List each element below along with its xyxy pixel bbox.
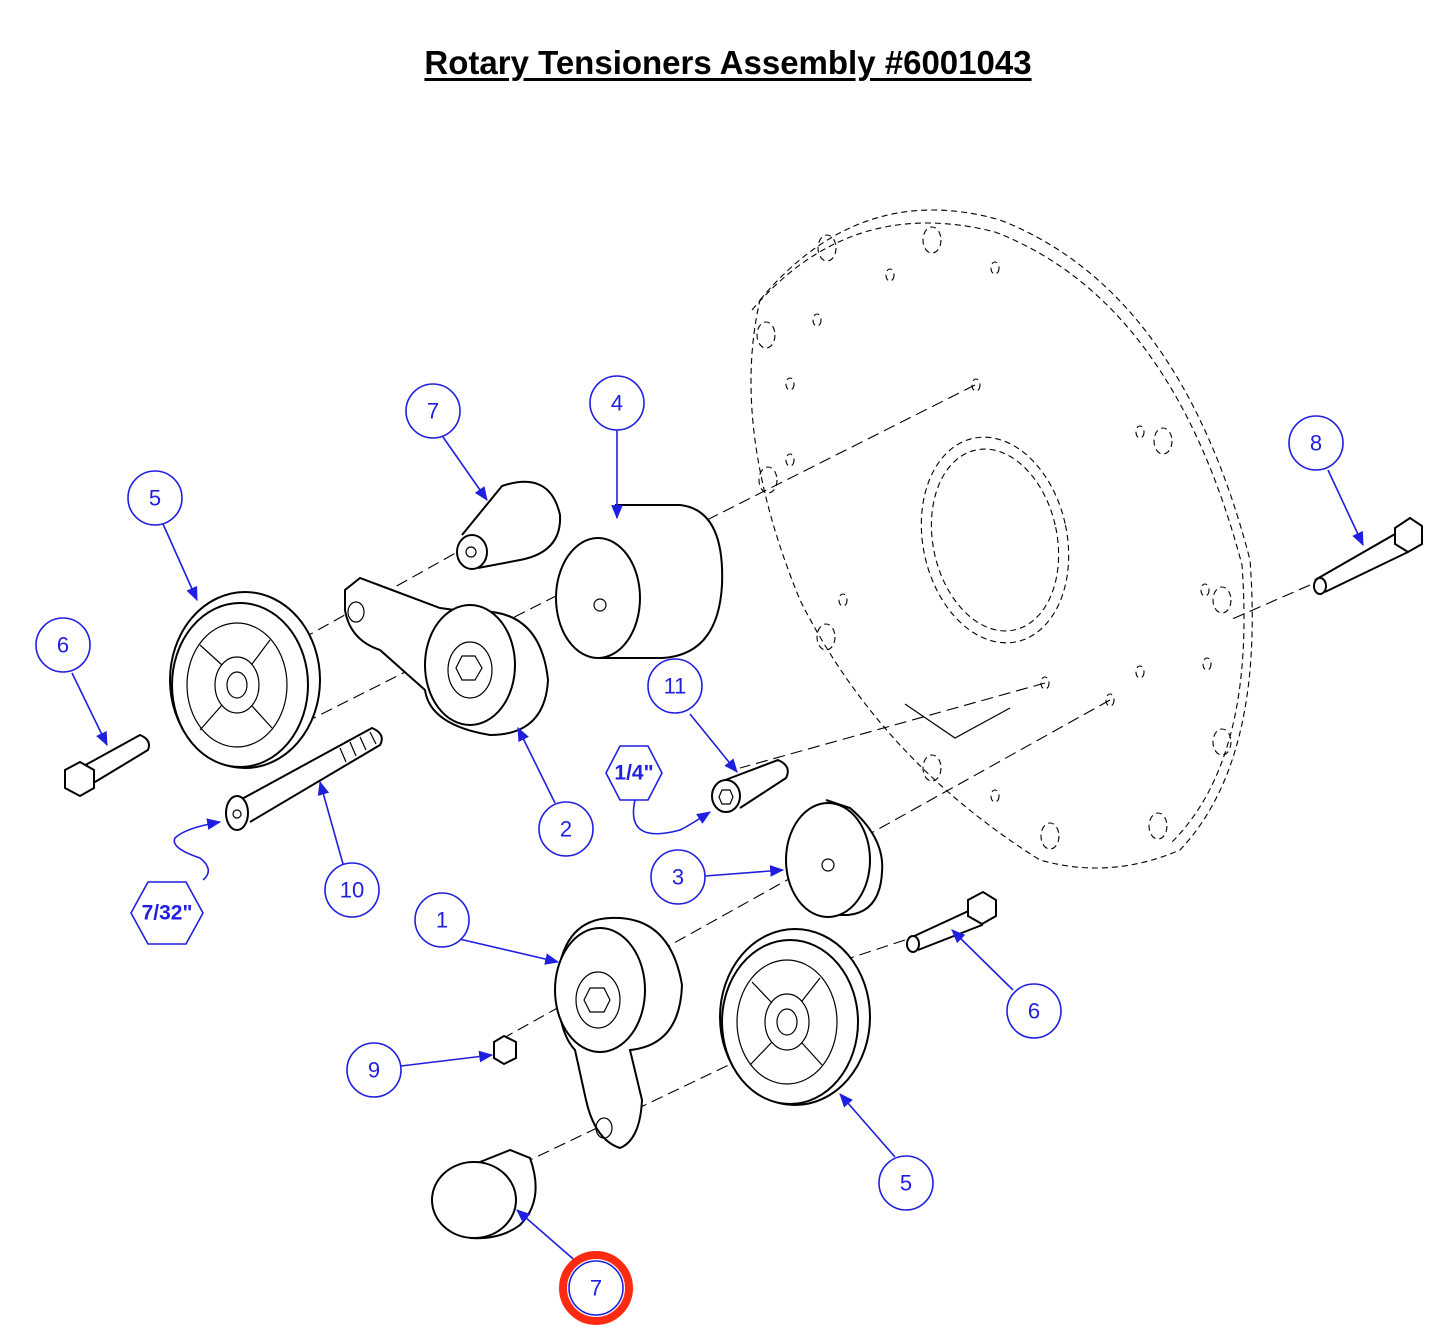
- callout-9: 9: [346, 1042, 402, 1098]
- callout-8: 8: [1288, 415, 1344, 471]
- drawing-title: Rotary Tensioners Assembly #6001043: [424, 44, 1032, 81]
- part-8-bolt-right: [1313, 516, 1423, 595]
- callout-label: 10: [340, 878, 364, 903]
- callout-7-lower: 7: [559, 1251, 633, 1325]
- part-3-disk: [785, 799, 884, 918]
- callout-11: 11: [647, 658, 703, 714]
- callout-label: 4: [611, 391, 623, 416]
- part-9-nut: [493, 1034, 517, 1066]
- callout-5-upper: 5: [127, 470, 183, 526]
- callout-label: 3: [672, 865, 684, 890]
- part-6-bolt-lower: [906, 890, 997, 953]
- callout-label: 11: [664, 674, 687, 699]
- callout-3: 3: [650, 849, 706, 905]
- hex-key-label: 7/32": [142, 902, 193, 925]
- callout-6-lower: 6: [1006, 983, 1062, 1039]
- callout-label: 2: [560, 817, 572, 842]
- leader-lines: [71, 430, 1364, 1265]
- callout-label: 7: [427, 399, 439, 424]
- callout-6-upper: 6: [35, 617, 91, 673]
- part-4-cylinder: [555, 504, 724, 659]
- callout-10: 10: [324, 862, 380, 918]
- callout-label: 1: [436, 908, 448, 933]
- part-1-tensioner-lower: [554, 916, 684, 1150]
- part-7-knob-lower: [431, 1148, 537, 1240]
- red-highlight-circle: [559, 1251, 633, 1325]
- hex-key-label: 1/4": [614, 762, 653, 785]
- callout-label: 6: [1028, 999, 1040, 1024]
- callout-label: 7: [590, 1276, 602, 1301]
- callout-label: 8: [1310, 431, 1322, 456]
- part-10-threaded-bolt: [225, 726, 383, 831]
- part-7-knob-upper: [456, 480, 562, 570]
- callout-7-upper: 7: [405, 383, 461, 439]
- part-2-tensioner-upper: [344, 576, 550, 737]
- hex-key-7-32: 7/32": [130, 881, 204, 945]
- part-11-shoulder-screw: [711, 758, 789, 813]
- callout-5-lower: 5: [878, 1155, 934, 1211]
- hex-key-1-4: 1/4": [605, 745, 663, 801]
- callout-label: 5: [149, 486, 161, 511]
- part-5-pulley-upper: [169, 591, 321, 769]
- callout-label: 5: [900, 1171, 912, 1196]
- part-5-pulley-lower: [719, 928, 871, 1106]
- callout-label: 6: [57, 633, 69, 658]
- part-6-bolt-upper: [64, 733, 150, 798]
- mounting-plate: [750, 209, 1253, 869]
- callout-1: 1: [414, 892, 470, 948]
- callout-label: 9: [368, 1058, 380, 1083]
- callout-2: 2: [538, 801, 594, 857]
- callout-4: 4: [589, 375, 645, 431]
